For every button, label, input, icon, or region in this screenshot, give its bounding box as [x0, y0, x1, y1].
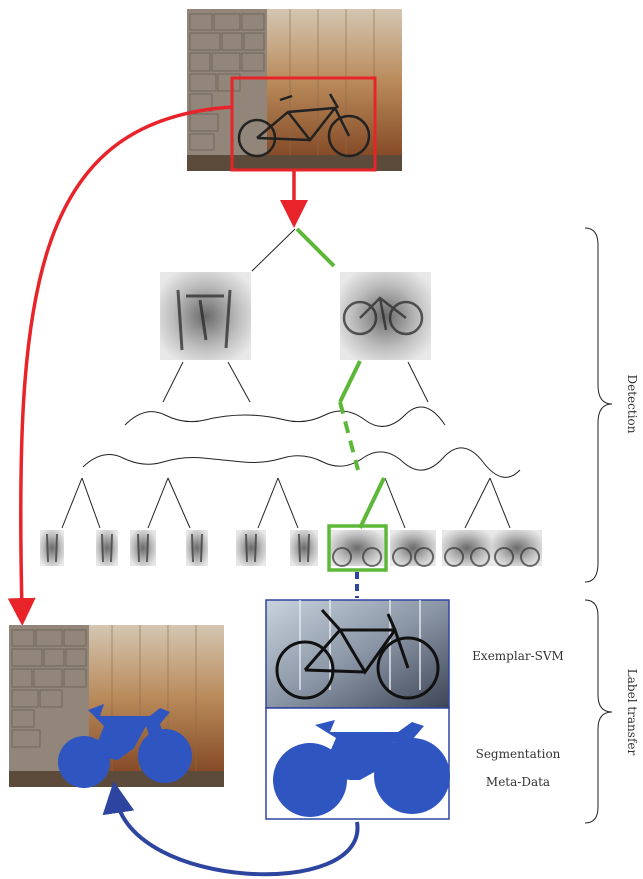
leaf-template — [390, 530, 436, 566]
label-transfer-brace — [584, 599, 613, 824]
leaf-template-pattern — [332, 547, 383, 567]
hog-template-right — [340, 272, 431, 360]
leaf-template — [186, 530, 208, 566]
input-image — [187, 9, 402, 172]
leaf-template-pattern — [494, 547, 541, 567]
meta-data-label: Meta-Data — [486, 775, 550, 789]
transfer-arrow-red — [7, 105, 233, 626]
leaf-template — [40, 530, 64, 566]
leaf-template-pattern — [245, 533, 257, 563]
leaf-template-pattern — [137, 533, 149, 563]
transferred-mask — [58, 704, 192, 788]
segmentation-panel — [265, 707, 450, 820]
hog-template-left — [160, 272, 251, 360]
tree-top — [251, 228, 296, 272]
selected-path — [338, 360, 386, 529]
leaf-template-pattern — [46, 533, 58, 563]
detection-brace — [584, 227, 613, 583]
leaf-template-pattern — [191, 533, 203, 563]
selected-branch-top — [295, 227, 336, 268]
leaf-template-pattern — [444, 547, 491, 567]
leaf-template-pattern — [101, 533, 113, 563]
detection-label: Detection — [625, 375, 639, 434]
segmentation-label: Segmentation — [476, 747, 561, 761]
leaf-templates — [40, 530, 542, 567]
tree-mid — [61, 361, 521, 529]
leaf-template — [96, 530, 118, 566]
leaf-template — [290, 530, 318, 566]
exemplar-panel — [265, 599, 450, 709]
leaf-template-pattern — [298, 533, 310, 563]
label-transfer-label: Label transfer — [625, 669, 639, 756]
leaf-template-pattern — [392, 547, 435, 567]
leaf-template — [130, 530, 156, 566]
detection-box — [230, 76, 377, 172]
exemplar-svm-label: Exemplar-SVM — [472, 649, 564, 663]
selected-leaf-box — [327, 524, 388, 572]
output-image — [9, 625, 224, 788]
leaf-template — [236, 530, 266, 566]
transfer-arrow-blue — [102, 781, 360, 877]
